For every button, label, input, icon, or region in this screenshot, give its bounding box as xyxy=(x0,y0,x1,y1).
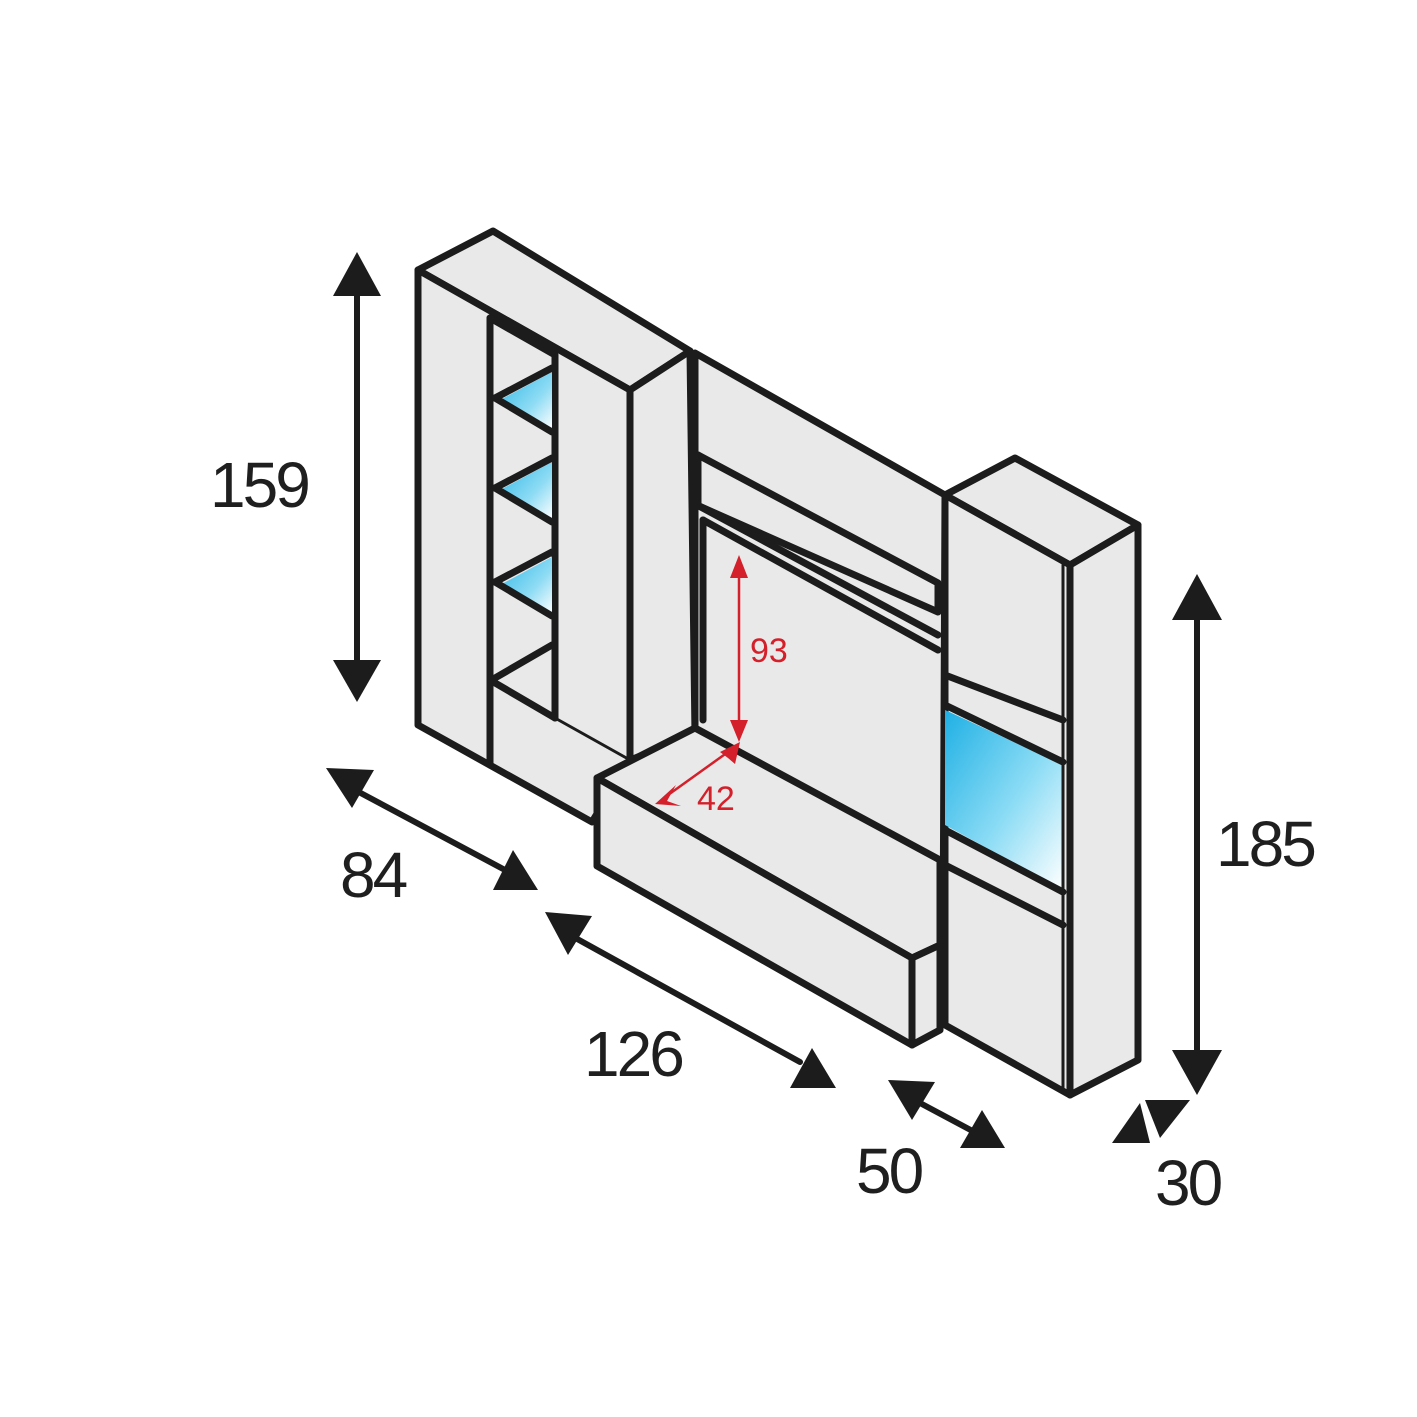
left-tall-unit xyxy=(414,227,699,826)
dimension-126-arrow xyxy=(545,912,836,1088)
label-126: 126 xyxy=(584,1018,682,1090)
dimension-93-arrow xyxy=(730,555,748,742)
label-84: 84 xyxy=(340,839,407,911)
label-42: 42 xyxy=(697,780,735,818)
dimension-84-arrow xyxy=(326,768,538,890)
left-glass-shelves xyxy=(491,364,556,682)
label-159: 159 xyxy=(210,449,308,521)
label-93: 93 xyxy=(750,632,788,670)
dimension-30-arrow xyxy=(1112,1100,1190,1143)
right-tall-unit xyxy=(941,454,1142,1099)
label-50: 50 xyxy=(856,1135,923,1207)
dimension-50-arrow xyxy=(888,1080,1005,1148)
dimension-185-arrow xyxy=(1172,574,1222,1095)
dimension-42-arrow xyxy=(655,742,740,806)
dimension-159-arrow xyxy=(333,252,381,702)
label-185: 185 xyxy=(1216,808,1314,880)
label-30: 30 xyxy=(1155,1147,1222,1219)
